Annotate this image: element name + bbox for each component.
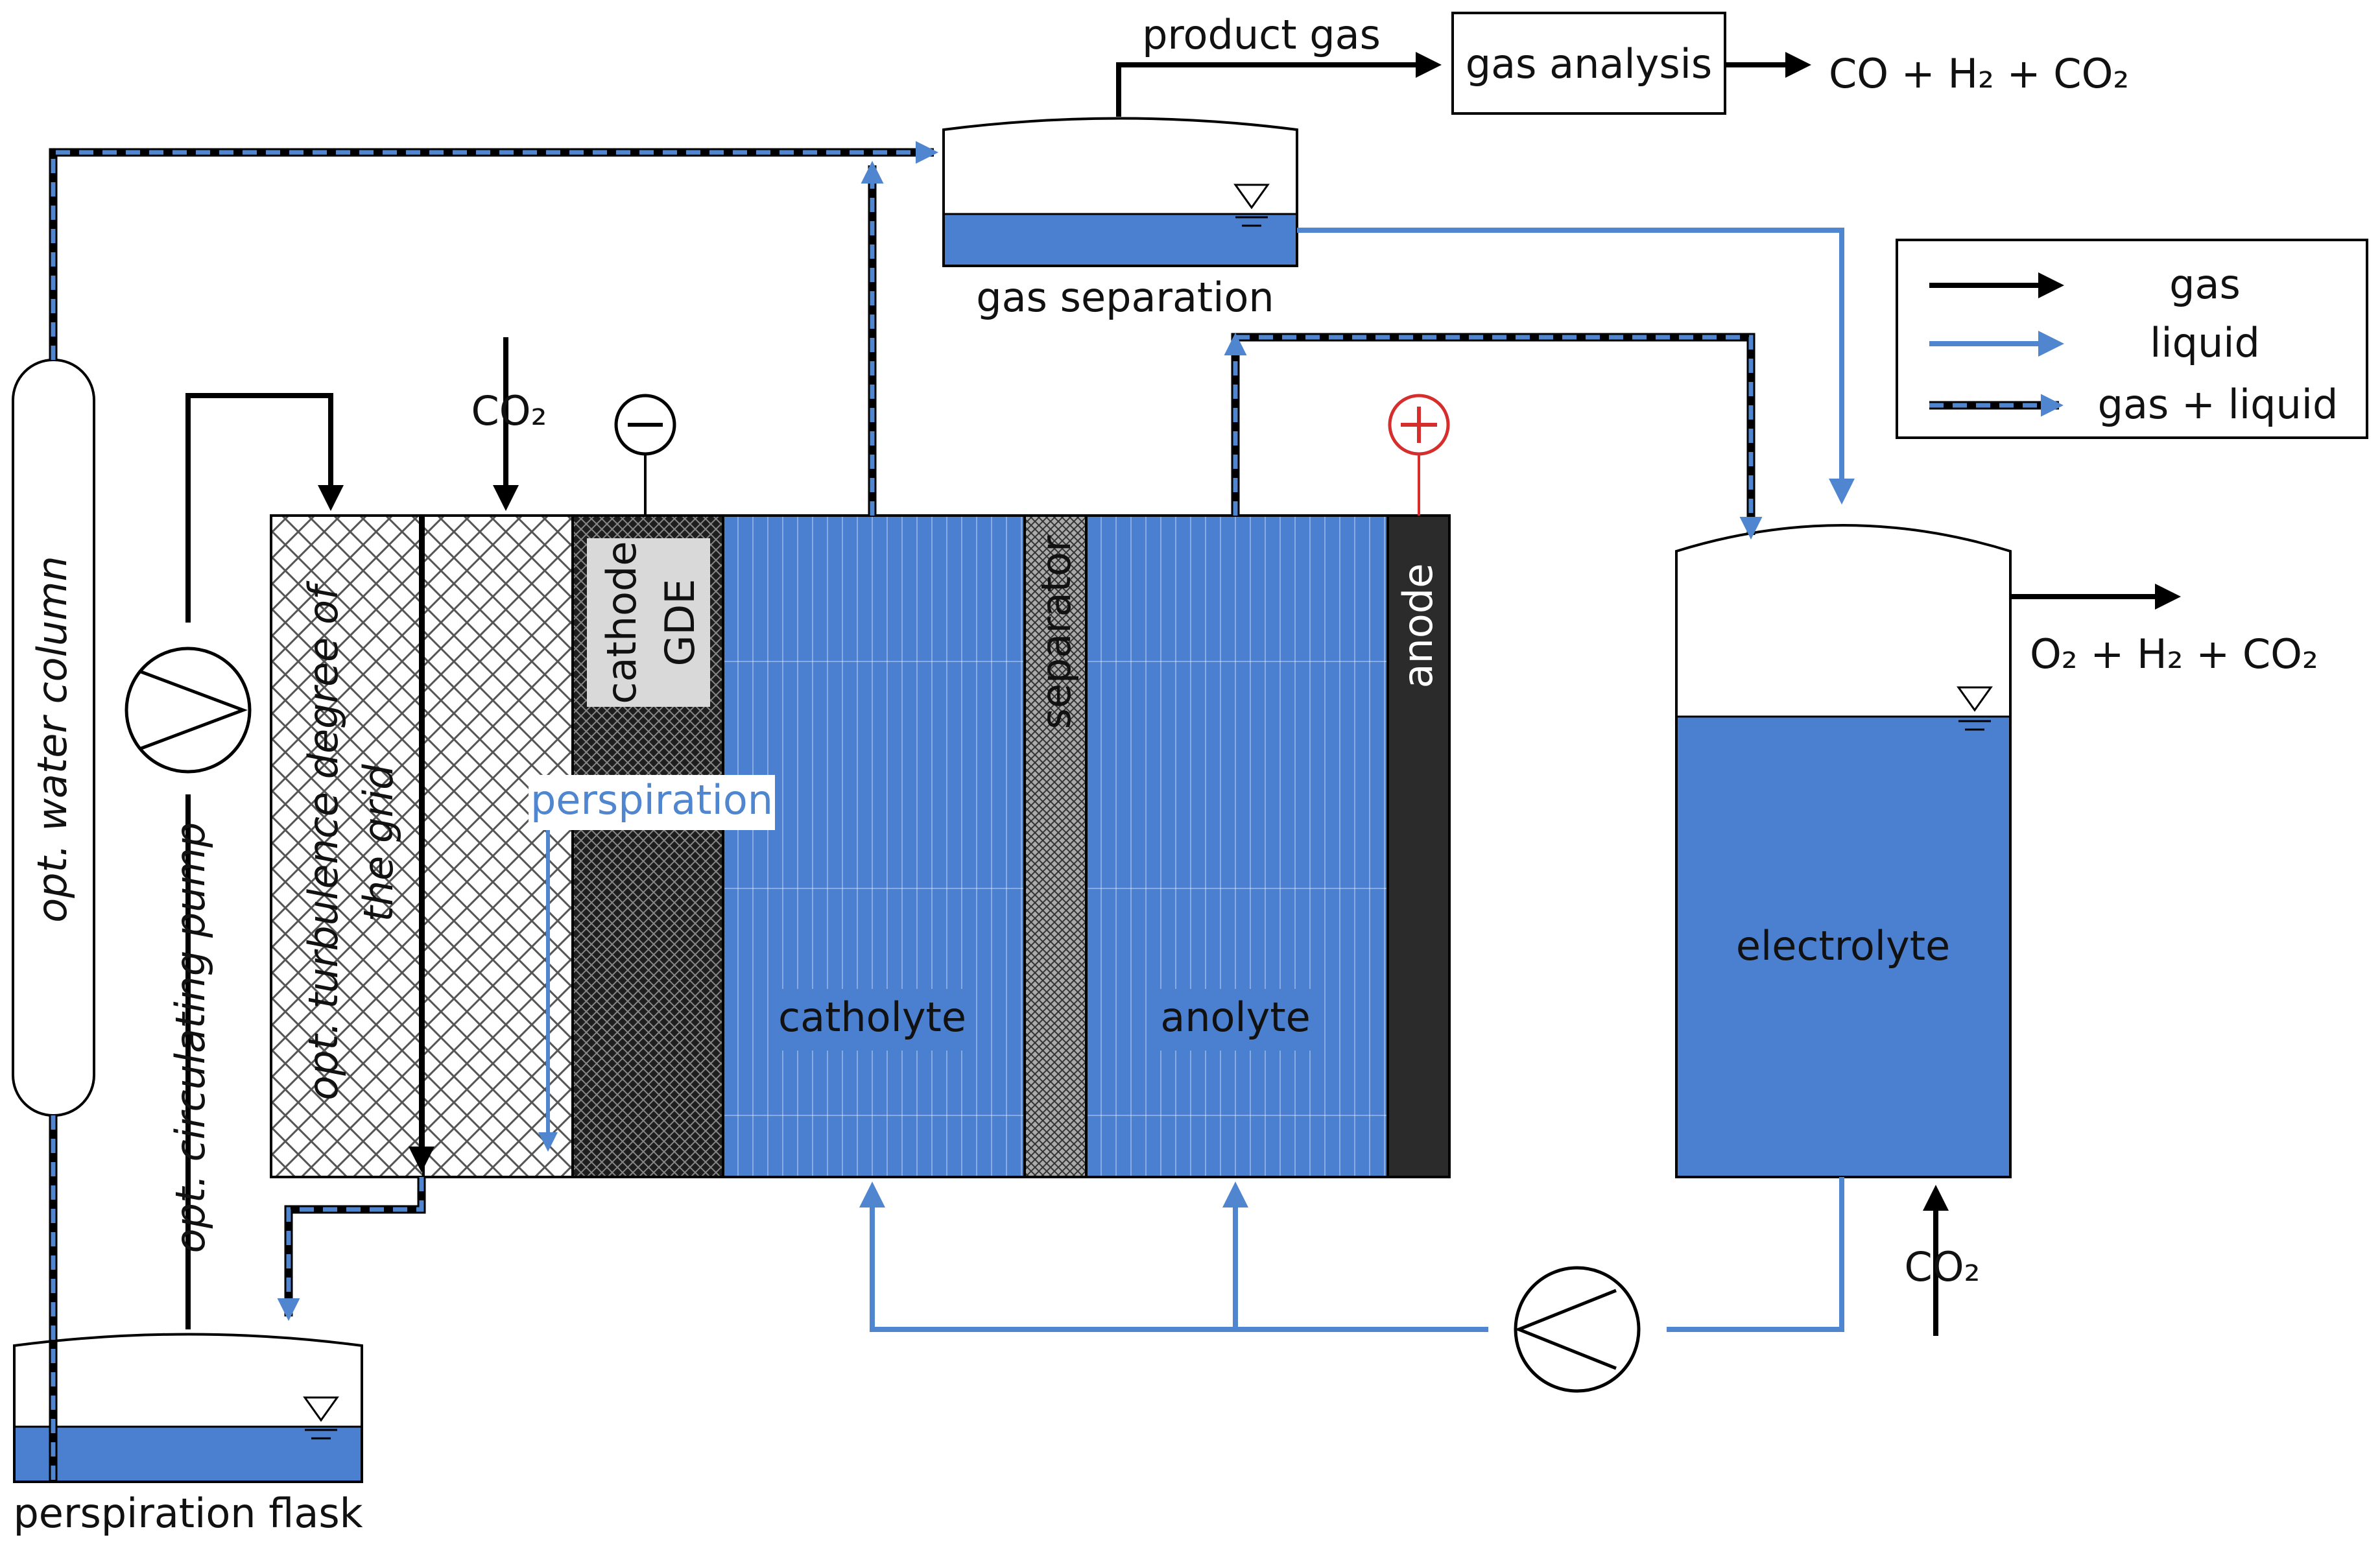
liquid-pipes <box>538 228 1855 1332</box>
co2-inlet-bottom-label: CO₂ <box>1905 1243 1981 1290</box>
electrolysis-cell <box>270 514 1451 1178</box>
cathode-label: cathode <box>598 541 645 704</box>
anode-gas-output-label: O₂ + H₂ + CO₂ <box>2030 630 2318 678</box>
legend-gas-label: gas <box>2169 261 2241 308</box>
liquid-level-icon <box>303 1396 339 1422</box>
perspiration-label: perspiration <box>530 776 773 824</box>
separator-membrane <box>1023 514 1088 1178</box>
circulating-pump-label: opt. circulating pump <box>167 822 214 1254</box>
gas-separation-tank <box>942 117 1298 267</box>
anolyte-label-bg <box>1154 989 1316 1051</box>
catholyte-label: catholyte <box>778 993 966 1041</box>
perspiration-flask-label: perspiration flask <box>13 1490 363 1537</box>
liquid-level-icon <box>1233 184 1270 209</box>
compartment-flow-lines <box>724 517 1386 1176</box>
gas-pipes <box>185 52 2181 1336</box>
gas-analysis-label: gas analysis <box>1466 40 1712 88</box>
legend-gas-liquid-label: gas + liquid <box>2098 381 2338 428</box>
anolyte-label: anolyte <box>1160 993 1311 1041</box>
gas-liquid-pipes <box>49 141 1763 1482</box>
perspiration-label-bg <box>529 775 775 830</box>
turbulence-grid-label-2: the grid <box>355 764 402 922</box>
co2-inlet-top-label: CO₂ <box>471 387 547 434</box>
product-output-label: CO + H₂ + CO₂ <box>1829 50 2129 97</box>
cathode-gde-label-box <box>587 538 710 707</box>
anode-block <box>1386 514 1451 1178</box>
circulating-pump-icon <box>125 647 252 774</box>
anode-label: anode <box>1394 564 1442 689</box>
product-gas-label: product gas <box>1142 11 1381 58</box>
turbulence-grid-1 <box>270 514 425 1178</box>
legend: gas liquid gas + liquid <box>1896 239 2368 439</box>
gas-separation-label: gas separation <box>976 274 1274 321</box>
liquid-level-icon <box>1957 686 1993 712</box>
turbulence-grid-2 <box>422 514 574 1178</box>
gas-analysis-box <box>1451 12 1726 115</box>
legend-liquid-label: liquid <box>2150 319 2260 366</box>
perspiration-flask <box>13 1333 363 1483</box>
electrolyte-label: electrolyte <box>1736 922 1950 969</box>
water-column-label: opt. water column <box>29 556 76 923</box>
catholyte-compartment <box>722 514 1026 1178</box>
catholyte-label-bg <box>775 989 970 1051</box>
gde-label: GDE <box>656 579 704 667</box>
separator-label: separator <box>1032 535 1080 730</box>
electrolyte-tank <box>1675 524 2012 1178</box>
turbulence-grid-label-1: opt. turbulence degree of <box>300 580 347 1100</box>
anolyte-compartment <box>1085 514 1389 1178</box>
electrolyte-pump-icon <box>1514 1266 1641 1393</box>
